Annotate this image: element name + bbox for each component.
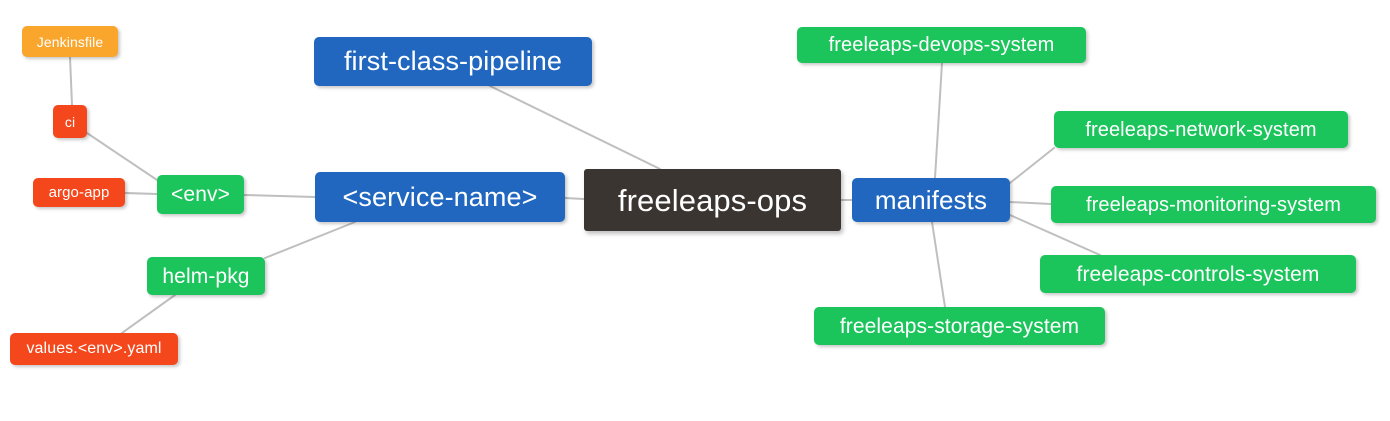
edge-manifests-to-freeleaps-monitoring-system xyxy=(1009,201,1052,205)
node-freeleaps-controls-system[interactable]: freeleaps-controls-system xyxy=(1040,255,1356,293)
node-env[interactable]: <env> xyxy=(157,175,244,214)
node-freeleaps-storage-system[interactable]: freeleaps-storage-system xyxy=(814,307,1105,345)
edge-service-name-to-helm-pkg xyxy=(264,221,356,259)
node-first-class-pipeline[interactable]: first-class-pipeline xyxy=(314,37,592,86)
edge-manifests-to-freeleaps-devops-system xyxy=(934,62,943,179)
edge-manifests-to-freeleaps-network-system xyxy=(1009,147,1055,184)
node-helm-pkg[interactable]: helm-pkg xyxy=(147,257,265,295)
edge-argo-app-to-env xyxy=(124,192,158,195)
edge-first-class-pipeline-to-freeleaps-ops xyxy=(489,85,661,170)
node-argo-app[interactable]: argo-app xyxy=(33,178,125,207)
node-values-yaml[interactable]: values.<env>.yaml xyxy=(10,333,178,365)
node-freeleaps-monitoring-system[interactable]: freeleaps-monitoring-system xyxy=(1051,186,1376,223)
node-service-name[interactable]: <service-name> xyxy=(315,172,565,222)
edge-helm-pkg-to-values-yaml xyxy=(121,294,176,334)
node-freeleaps-devops-system[interactable]: freeleaps-devops-system xyxy=(797,27,1086,63)
edge-manifests-to-freeleaps-storage-system xyxy=(931,221,946,308)
edge-env-to-service-name xyxy=(243,194,316,198)
node-freeleaps-network-system[interactable]: freeleaps-network-system xyxy=(1054,111,1348,148)
edge-service-name-to-freeleaps-ops xyxy=(564,197,585,200)
node-ci[interactable]: ci xyxy=(53,105,87,138)
edge-jenkinsfile-to-ci xyxy=(69,56,73,106)
node-jenkinsfile[interactable]: Jenkinsfile xyxy=(22,26,118,57)
edge-ci-to-env xyxy=(86,132,158,181)
node-freeleaps-ops[interactable]: freeleaps-ops xyxy=(584,169,841,231)
node-manifests[interactable]: manifests xyxy=(852,178,1010,222)
